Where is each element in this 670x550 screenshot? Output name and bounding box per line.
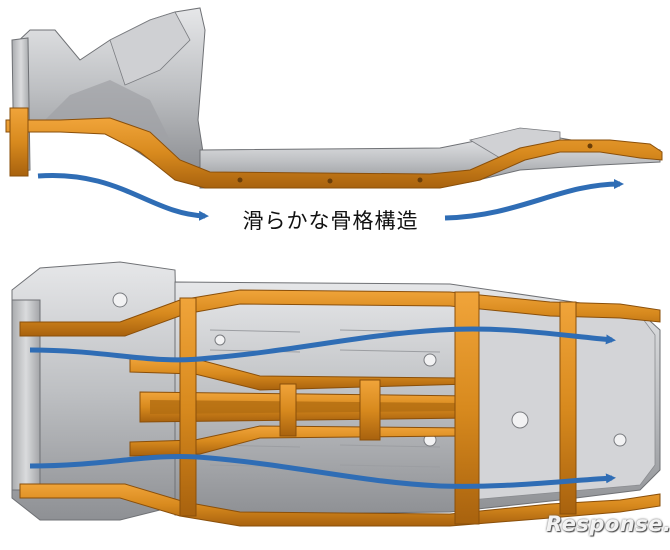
front-cross-member bbox=[179, 297, 197, 517]
underside-view-structure bbox=[11, 261, 661, 527]
load-path-arrow-side-left bbox=[37, 172, 209, 221]
side-view-structure bbox=[5, 7, 663, 221]
load-path-arrow-side-right bbox=[444, 179, 624, 221]
response-watermark: Response. bbox=[546, 512, 670, 536]
load-path-arrow-upper bbox=[29, 326, 616, 363]
rear-cross-member bbox=[559, 301, 577, 515]
side-frame-member bbox=[5, 117, 663, 189]
structure-caption: 滑らかな骨格構造 bbox=[218, 205, 443, 235]
load-path-arrow-lower bbox=[29, 454, 616, 489]
